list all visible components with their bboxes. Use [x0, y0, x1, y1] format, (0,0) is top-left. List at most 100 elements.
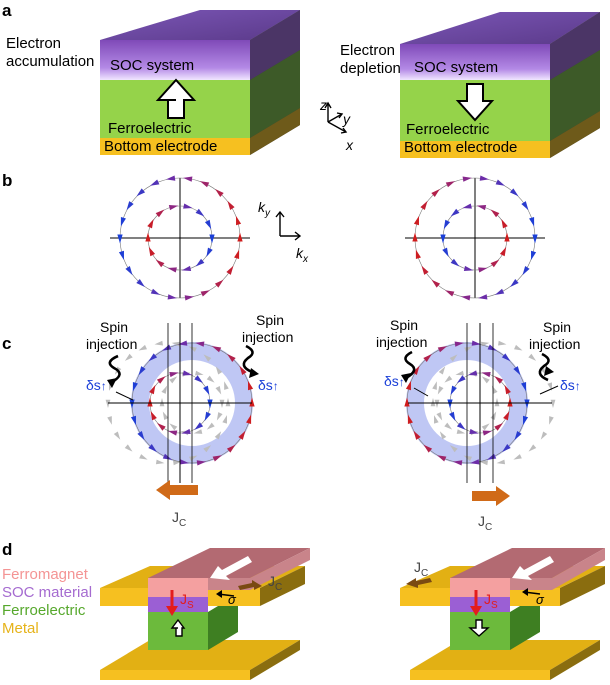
b-left-inner-spin-arrow: [195, 258, 205, 267]
c-left-outer-spin-arrow: [137, 431, 145, 441]
c-right-gray-outer-spin-arrow: [449, 445, 458, 453]
b-left-outer-spin-arrow: [126, 201, 134, 211]
c-left-outer-spin-arrow: [226, 444, 236, 453]
spin-injection-right-a2: injection: [376, 334, 427, 350]
c-left-outer-spin-arrow: [148, 353, 158, 362]
jc-arrow-left: [156, 480, 198, 500]
c-left-outer-spin-arrow: [129, 399, 135, 409]
b-left-inner-spin-arrow: [167, 267, 177, 273]
c-right-outer-spin-arrow: [470, 459, 480, 465]
panel-c-letter: c: [2, 334, 11, 353]
c-right-outer-spin-arrow: [405, 380, 411, 391]
c-left-gray-outer-spin-arrow: [138, 344, 147, 351]
c-right-inner-spin-arrow: [456, 375, 466, 383]
c-right-gray-inner-spin-arrow: [436, 412, 443, 421]
c-right-gray-inner-spin-arrow: [437, 386, 444, 395]
b-left-outer-spin-arrow: [199, 181, 210, 188]
b-right-inner-spin-arrow: [499, 246, 507, 257]
panel-a-letter: a: [2, 1, 12, 20]
c-right-gray-inner-spin-arrow: [481, 423, 490, 431]
left-ferro-label: Ferroelectric: [108, 120, 192, 137]
delta-s-c-left-1: δs↑: [86, 377, 107, 393]
c-left-gray-inner-spin-arrow: [206, 375, 215, 383]
b-left-inner-spin-arrow: [204, 219, 212, 230]
c-right-gray-outer-spin-arrow: [528, 444, 537, 452]
b-left-inner-spin-arrow: [155, 259, 165, 268]
b-right-inner-spin-arrow: [478, 267, 488, 273]
c-right-inner-spin-arrow: [503, 411, 510, 421]
c-left-gray-outer-spin-arrow: [124, 353, 133, 361]
b-right-outer-spin-arrow: [445, 290, 455, 297]
c-right-outer-spin-arrow: [423, 444, 433, 453]
c-left-inner-spin-arrow: [194, 422, 204, 430]
c-right-outer-spin-arrow: [486, 453, 497, 460]
c-left-inner-spin-arrow: [194, 375, 204, 383]
c-left-outer-spin-arrow: [227, 354, 236, 362]
panel-a-left-stack: [100, 10, 300, 155]
b-right-inner-spin-arrow: [450, 258, 460, 267]
c-left-outer-spin-arrow: [211, 346, 222, 353]
c-right-gray-inner-spin-arrow: [494, 398, 500, 407]
c-right-outer-spin-arrow: [437, 455, 447, 462]
b-left-outer-spin-arrow: [118, 250, 124, 261]
ds-leader-3: [539, 385, 559, 395]
axis-z: z: [319, 97, 327, 113]
c-left-gray-inner-spin-arrow: [206, 422, 215, 430]
c-left-gray-inner-spin-arrow: [161, 385, 168, 394]
delta-s-c-right-1: δs↑: [384, 373, 405, 389]
c-right-gray-outer-spin-arrow: [449, 354, 458, 362]
c-left-gray-inner-spin-arrow: [169, 376, 178, 384]
panel-b-letter: b: [2, 171, 12, 190]
spin-injection-left-b2: injection: [242, 329, 293, 345]
delta-s-c-right-2: δs↑: [560, 377, 581, 393]
state-depletion-line2: depletion: [340, 60, 401, 77]
c-right-gray-outer-spin-arrow: [496, 459, 506, 465]
b-right-outer-spin-arrow: [522, 266, 530, 276]
c-left-outer-spin-arrow: [249, 397, 255, 407]
b-left-outer-spin-arrow: [117, 234, 123, 244]
c-left-gray-outer-spin-arrow: [224, 381, 229, 390]
c-right-inner-spin-arrow: [467, 370, 478, 376]
b-left-outer-spin-arrow: [214, 279, 224, 288]
b-left-outer-spin-arrow: [150, 179, 160, 186]
axis-x: x: [345, 137, 354, 153]
c-left-gray-outer-spin-arrow: [107, 416, 112, 425]
c-right-inner-spin-arrow: [450, 385, 457, 395]
c-right-outer-spin-arrow: [502, 444, 511, 452]
js-label-right: JS: [484, 591, 498, 611]
c-right-gray-outer-spin-arrow: [550, 399, 556, 408]
jc-label-left: JC: [172, 509, 186, 529]
c-left-gray-outer-spin-arrow: [139, 454, 148, 460]
b-right-outer-spin-arrow: [462, 176, 472, 182]
b-left-outer-spin-arrow: [136, 279, 145, 287]
b-right-inner-spin-arrow: [463, 265, 474, 271]
b-left-inner-spin-arrow: [155, 209, 165, 218]
b-right-inner-spin-arrow: [501, 219, 508, 229]
c-right-inner-spin-arrow: [482, 430, 493, 436]
b-left-inner-spin-arrow: [206, 247, 213, 257]
b-left-outer-spin-arrow: [125, 266, 133, 276]
left-soc-label: SOC system: [110, 57, 194, 74]
c-left-gray-outer-spin-arrow: [203, 354, 212, 362]
b-left-outer-spin-arrow: [166, 175, 176, 181]
panel-d-letter: d: [2, 540, 12, 559]
c-right-outer-spin-arrow: [514, 431, 522, 441]
xyz-axes: [324, 101, 348, 134]
c-left-outer-spin-arrow: [138, 366, 146, 376]
c-left-gray-inner-spin-arrow: [162, 411, 169, 420]
c-right-gray-outer-spin-arrow: [430, 398, 436, 407]
b-left-outer-spin-arrow: [150, 288, 161, 295]
polarization-up-arrow: [155, 78, 197, 119]
b-right-outer-spin-arrow: [521, 201, 529, 211]
b-left-outer-spin-arrow: [237, 232, 243, 242]
state-accumulation-line1: Electron: [6, 35, 61, 52]
c-right-outer-spin-arrow: [523, 415, 529, 426]
c-left-outer-spin-arrow: [239, 365, 247, 375]
c-right-gray-outer-spin-arrow: [498, 340, 507, 346]
js-label-left: JS: [180, 591, 194, 611]
polarization-down-arrow: [455, 83, 495, 122]
c-left-inner-spin-arrow: [181, 428, 191, 435]
b-left-inner-spin-arrow: [181, 265, 192, 271]
c-left-outer-spin-arrow: [248, 380, 254, 391]
b-left-outer-spin-arrow: [136, 188, 146, 197]
